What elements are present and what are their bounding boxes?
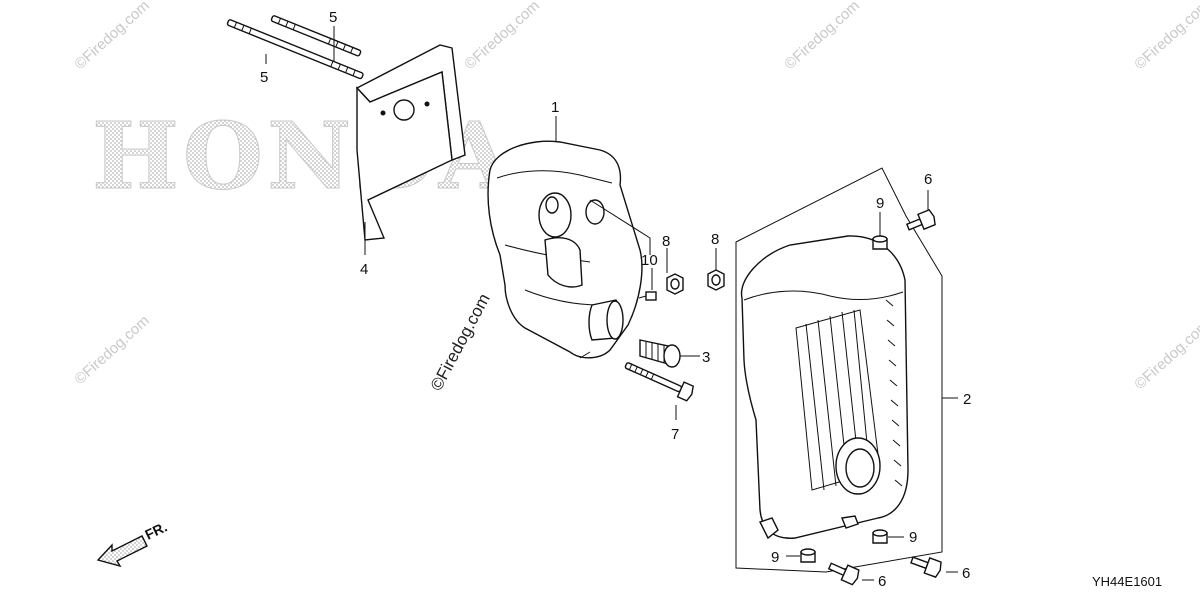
front-direction-indicator: FR. xyxy=(96,518,170,568)
callout-8-right: 8 xyxy=(711,231,719,248)
watermark-center: ©Firedog.com xyxy=(427,290,494,393)
arrow-icon xyxy=(96,535,148,568)
leader-lines xyxy=(265,26,958,581)
bracket-plate xyxy=(355,44,466,241)
diagram-reference-code: YH44E1601 xyxy=(1092,574,1162,589)
callout-2: 2 xyxy=(963,391,971,408)
watermark: ©Firedog.com xyxy=(71,0,153,73)
long-bolt xyxy=(624,362,694,402)
muffler-cover xyxy=(740,235,909,540)
watermark: ©Firedog.com xyxy=(1131,0,1200,73)
callout-6-bottom-left: 6 xyxy=(878,573,886,590)
callout-10: 10 xyxy=(641,252,658,269)
watermark: ©Firedog.com xyxy=(461,0,543,73)
watermark: ©Firedog.com xyxy=(781,0,863,73)
assembly-outline xyxy=(735,167,943,573)
cover-fasteners xyxy=(800,208,942,586)
stud-bolts xyxy=(226,15,364,80)
callout-9-bottom: 9 xyxy=(771,549,779,566)
callout-8-left: 8 xyxy=(662,233,670,250)
callout-6-bottom-right: 6 xyxy=(962,565,970,582)
callout-9-top: 9 xyxy=(876,195,884,212)
callout-labels: 5 5 4 1 10 8 8 3 7 9 6 2 9 9 6 6 xyxy=(260,9,971,590)
nuts-and-screws xyxy=(638,269,725,301)
callout-6-top: 6 xyxy=(924,171,932,188)
callout-7: 7 xyxy=(671,426,679,443)
muffler-body xyxy=(487,140,643,359)
front-label: FR. xyxy=(142,518,169,542)
watermark: ©Firedog.com xyxy=(1131,317,1200,393)
callout-5-top: 5 xyxy=(329,9,337,26)
watermark: ©Firedog.com xyxy=(71,312,153,388)
callout-9-right: 9 xyxy=(909,529,917,546)
spark-arrester xyxy=(639,339,681,368)
callout-4: 4 xyxy=(360,261,368,278)
callout-3: 3 xyxy=(702,349,710,366)
callout-1: 1 xyxy=(551,99,559,116)
callout-5-left: 5 xyxy=(260,69,268,86)
